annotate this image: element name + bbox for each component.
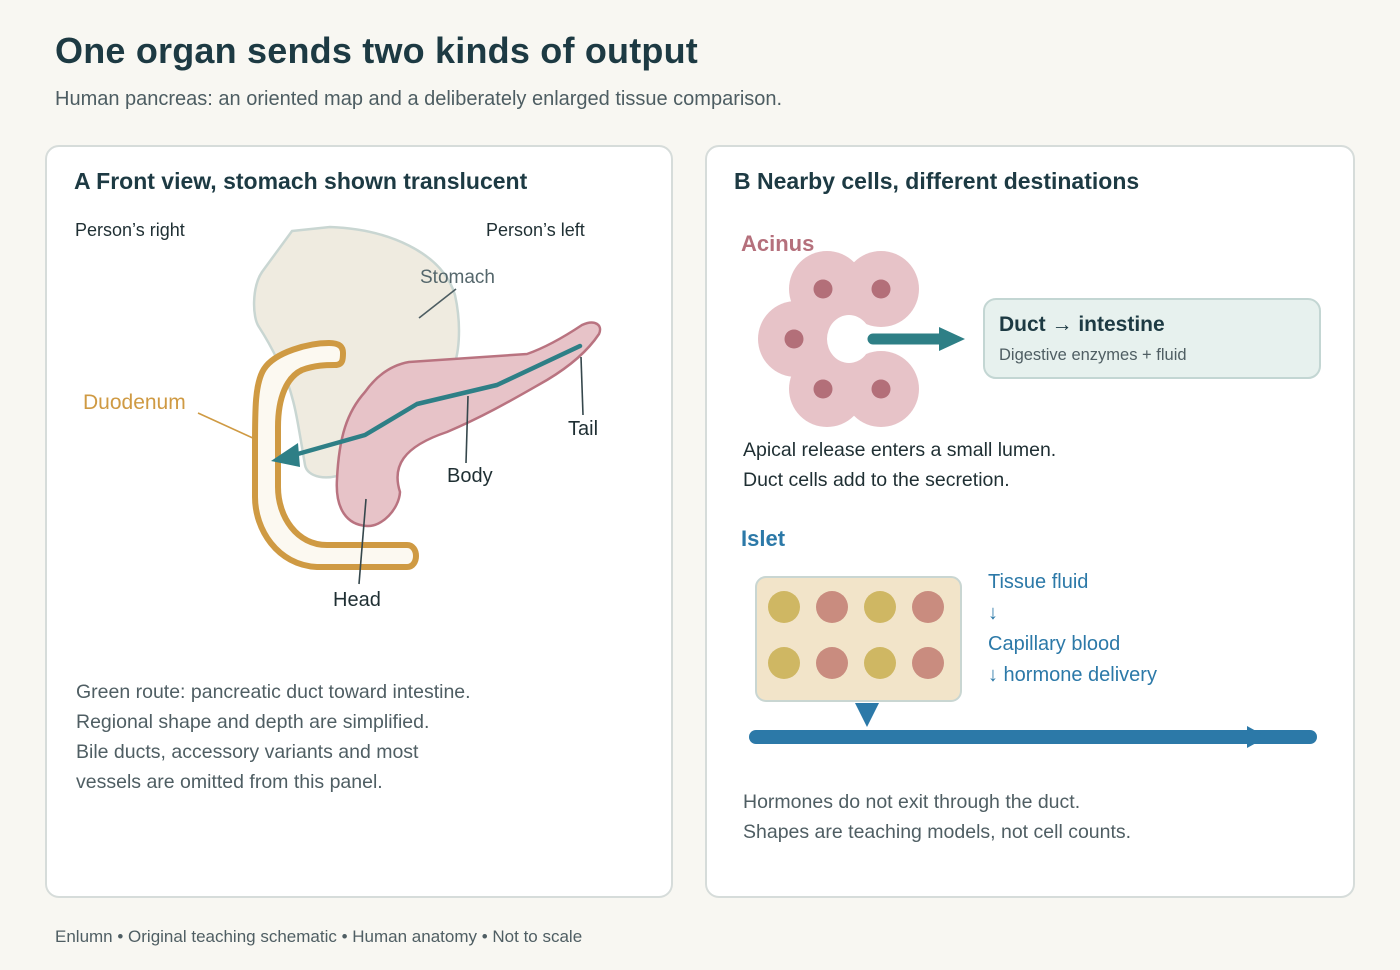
duct-box-subtitle: Digestive enzymes + fluid xyxy=(999,346,1187,364)
pancreatic-duct-route xyxy=(284,343,583,460)
duodenum-label: Duodenum xyxy=(83,391,186,414)
islet-down-arrow xyxy=(855,703,879,727)
panel-a-title: A Front view, stomach shown translucent xyxy=(74,168,528,194)
page-title: One organ sends two kinds of output xyxy=(55,30,698,71)
stomach-label: Stomach xyxy=(420,267,495,288)
acinar-nucleus xyxy=(813,279,833,299)
islet-cell xyxy=(816,647,848,679)
islet-flow-step: Capillary blood xyxy=(988,633,1120,655)
body-leader-line xyxy=(465,395,469,464)
islet-notes: Hormones do not exit through the duct. S… xyxy=(743,787,1131,847)
acinus-arrowhead xyxy=(939,327,965,351)
islet-cell xyxy=(816,591,848,623)
tissue-diagram: Acinus Duct → intestine Digestive enzyme… xyxy=(741,231,1321,748)
islet-cell xyxy=(768,591,800,623)
acinar-nucleus xyxy=(813,379,833,399)
orientation-left-label: Person’s left xyxy=(486,220,585,240)
duodenum-leader-line xyxy=(197,412,256,440)
panel-b-title: B Nearby cells, different destinations xyxy=(734,168,1140,194)
tail-label: Tail xyxy=(568,418,598,440)
islet-cell xyxy=(912,647,944,679)
acinus-notes: Apical release enters a small lumen. Duc… xyxy=(743,435,1056,495)
head-label: Head xyxy=(333,589,381,611)
orientation-right-label: Person’s right xyxy=(75,220,185,240)
islet-cell xyxy=(768,647,800,679)
panel-a-note-line: Green route: pancreatic duct toward inte… xyxy=(76,681,471,703)
pancreas-shape xyxy=(335,321,602,528)
islet-flow-step: Tissue fluid xyxy=(988,571,1088,593)
acinus-note-line: Duct cells add to the secretion. xyxy=(743,469,1010,491)
islet-cell xyxy=(864,591,896,623)
capillary-flow-arrow xyxy=(1247,726,1267,748)
panel-tissue-comparison: B Nearby cells, different destinations A… xyxy=(705,145,1355,898)
islet-note-line: Hormones do not exit through the duct. xyxy=(743,791,1081,813)
islet-cell xyxy=(912,591,944,623)
panel-anatomy: A Front view, stomach shown translucent … xyxy=(45,145,673,898)
footer-credit: Enlumn • Original teaching schematic • H… xyxy=(55,927,583,946)
head-leader-line xyxy=(358,498,367,585)
acinar-nucleus xyxy=(784,329,804,349)
panel-a-notes: Green route: pancreatic duct toward inte… xyxy=(76,677,471,797)
acinus-note-line: Apical release enters a small lumen. xyxy=(743,439,1057,461)
islet-flow-step: ↓ xyxy=(988,602,998,624)
duodenum-shape xyxy=(252,340,419,570)
page-subtitle: Human pancreas: an oriented map and a de… xyxy=(55,88,783,110)
duct-arrowhead xyxy=(271,443,300,467)
tail-leader-line xyxy=(580,356,584,416)
panel-a-note-line: Regional shape and depth are simplified. xyxy=(76,711,430,733)
islet-note-line: Shapes are teaching models, not cell cou… xyxy=(743,821,1132,843)
acinar-lumen xyxy=(827,315,871,363)
stomach-leader-line xyxy=(418,288,457,319)
body-label: Body xyxy=(447,465,493,487)
islet-flow-step: ↓ hormone delivery xyxy=(988,664,1157,686)
panel-a-note-line: vessels are omitted from this panel. xyxy=(76,771,383,793)
duct-destination-box xyxy=(983,298,1321,379)
acinus-cluster xyxy=(758,251,919,427)
acinus-label: Acinus xyxy=(741,231,814,256)
islet-cells xyxy=(768,591,944,679)
duct-box-title: Duct → intestine xyxy=(999,313,1165,336)
islet-cell xyxy=(864,647,896,679)
acinar-nucleus xyxy=(871,279,891,299)
panel-a-note-line: Bile ducts, accessory variants and most xyxy=(76,741,419,763)
islet-box xyxy=(755,576,962,702)
pancreas-diagram: Person’s right Person’s left Stomach Duo… xyxy=(75,220,602,611)
acinar-nucleus xyxy=(871,379,891,399)
islet-label: Islet xyxy=(741,526,786,551)
